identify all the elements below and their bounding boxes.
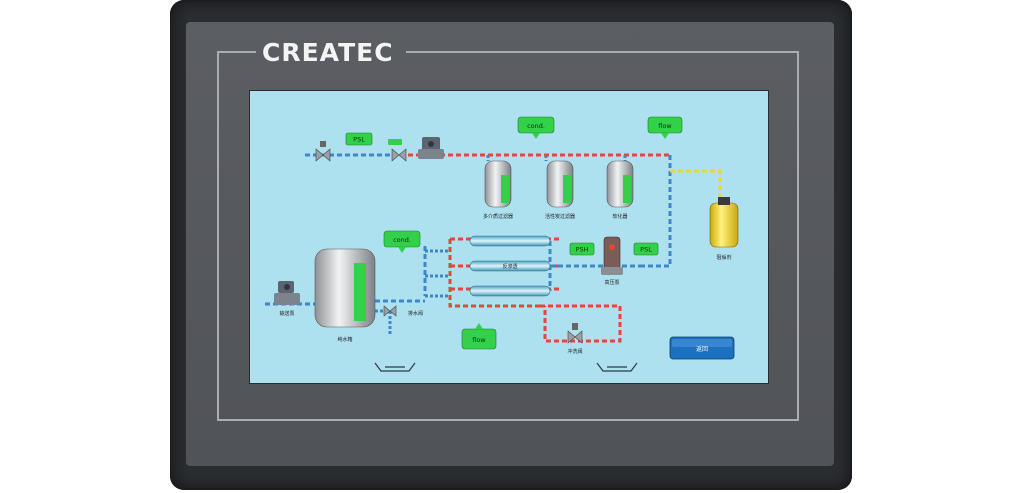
psl-tag-2[interactable]: PSL	[633, 242, 659, 256]
dosing-tank-label: 阻垢剂	[716, 254, 731, 261]
drain-valve[interactable]	[383, 305, 397, 317]
psh-tag[interactable]: PSH	[569, 242, 595, 256]
svg-text:cond.: cond.	[527, 122, 545, 130]
filter-vessel-3[interactable]	[606, 160, 634, 208]
flow-tag-1[interactable]: flow	[647, 116, 683, 139]
cond-tag-2[interactable]: cond.	[383, 230, 421, 253]
cond-tag-1[interactable]: cond.	[517, 116, 555, 139]
svg-text:cond.: cond.	[393, 236, 411, 244]
return-button[interactable]: 返回	[669, 336, 735, 360]
filter-vessel-2[interactable]	[546, 160, 574, 208]
high-pressure-pump[interactable]	[601, 236, 623, 275]
feed-pump[interactable]	[274, 281, 300, 305]
booster-pump[interactable]	[418, 137, 444, 159]
pure-tank-label: 纯水箱	[337, 336, 352, 343]
drain-symbol-1	[374, 362, 416, 372]
hp-pump-label: 高压泵	[604, 279, 619, 286]
process-diagram: 多介质过滤器 活性炭过滤器 软化器 阻垢剂 反渗透 高压泵	[265, 116, 739, 372]
indicator-tag	[388, 139, 402, 145]
svg-text:flow: flow	[472, 336, 486, 344]
svg-text:PSH: PSH	[576, 246, 589, 254]
feed-pump-label: 输送泵	[279, 310, 294, 317]
hmi-screen: 多介质过滤器 活性炭过滤器 软化器 阻垢剂 反渗透 高压泵	[249, 90, 769, 384]
ro-membrane-2[interactable]	[469, 260, 551, 272]
filter-3-label: 软化器	[612, 213, 627, 220]
flush-valve-label: 冲洗阀	[567, 348, 582, 355]
ro-membrane-3[interactable]	[469, 285, 551, 297]
ro-membrane-label: 反渗透	[502, 263, 517, 270]
inlet-valve[interactable]	[315, 141, 331, 162]
svg-text:返回: 返回	[696, 346, 708, 353]
dosing-tank[interactable]	[709, 197, 739, 248]
svg-text:flow: flow	[658, 122, 672, 130]
flush-valve[interactable]	[567, 323, 583, 344]
brand-logo: CREATEC	[262, 38, 394, 67]
svg-text:PSL: PSL	[640, 246, 652, 254]
psl-tag-1[interactable]: PSL	[345, 132, 373, 146]
filter-vessel-1[interactable]	[484, 160, 512, 208]
solenoid-valve[interactable]	[391, 148, 407, 162]
svg-text:PSL: PSL	[353, 136, 365, 144]
flow-tag-2[interactable]: flow	[461, 323, 497, 350]
drain-symbol-2	[596, 362, 638, 372]
filter-2-label: 活性炭过滤器	[545, 213, 575, 220]
panel-outline	[217, 51, 799, 421]
pure-water-tank[interactable]	[314, 248, 376, 328]
ro-membrane-1[interactable]	[469, 235, 551, 247]
drain-valve-label: 排水阀	[408, 310, 423, 317]
filter-1-label: 多介质过滤器	[483, 213, 513, 220]
